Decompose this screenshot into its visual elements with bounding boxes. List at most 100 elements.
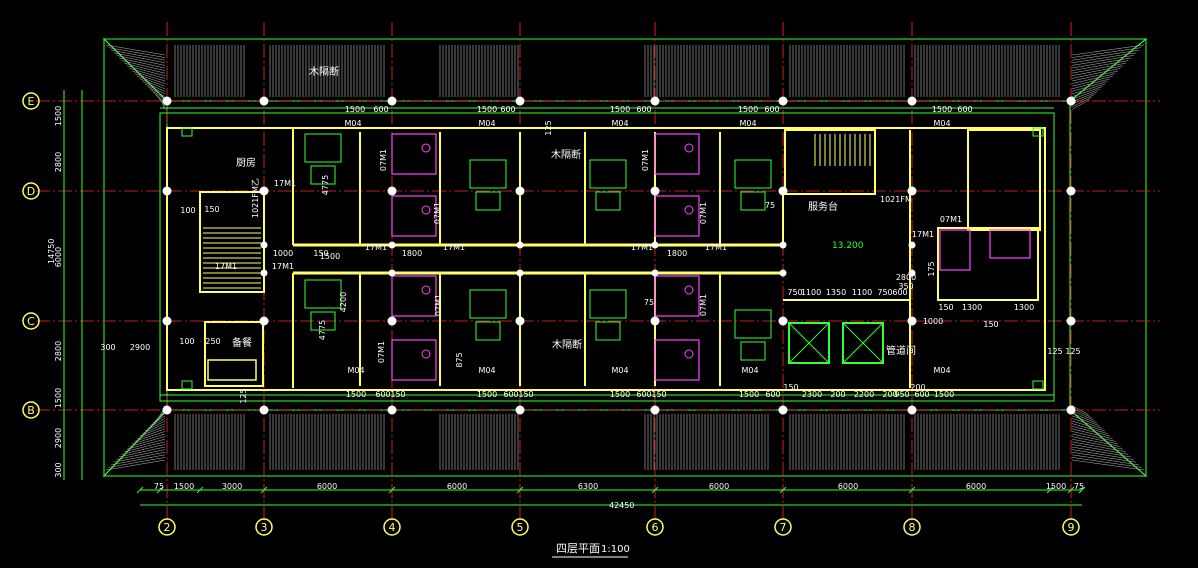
- column: [516, 241, 524, 249]
- door-tag: 17M1: [365, 243, 387, 252]
- dim-small: 4775: [321, 175, 330, 195]
- column: [515, 316, 525, 326]
- dim-bottom: 1500: [1046, 482, 1066, 491]
- drawing-title: 四层平面: [556, 542, 600, 555]
- hatch-line: [137, 75, 166, 87]
- bathroom-fixture: [391, 133, 437, 175]
- dim-tick: [136, 486, 144, 494]
- grid-bubble-row-E: E: [22, 92, 40, 110]
- dim-bottom: 75: [1074, 482, 1084, 491]
- dim-mid: 1800: [667, 249, 687, 258]
- column: [1066, 186, 1076, 196]
- toilet: [421, 285, 431, 295]
- hatch-line: [1071, 44, 1145, 56]
- bubble-ring: [22, 401, 40, 419]
- column: [259, 96, 269, 106]
- hatch-line: [1071, 52, 1137, 64]
- room-label-pantry: 备餐: [232, 336, 252, 349]
- dim-bottom: 6000: [709, 482, 729, 491]
- dim-small: 125: [239, 388, 248, 403]
- furniture: [469, 159, 507, 189]
- door-tag: 07M1: [379, 149, 388, 171]
- dim-right-lower: 200: [882, 390, 897, 399]
- roof-eaves: [102, 37, 1148, 478]
- door-tag: 07M1: [699, 294, 708, 316]
- elevator-x: [842, 322, 884, 364]
- furniture: [589, 159, 627, 189]
- dim-bottom: 6000: [838, 482, 858, 491]
- hatch-line: [144, 420, 166, 432]
- hatch-line: [1071, 415, 1100, 427]
- dim-tick: [779, 486, 787, 494]
- dim-mid: 600: [892, 288, 907, 297]
- bathroom-fixture: [654, 339, 700, 381]
- dim-right-lower: 200: [830, 390, 845, 399]
- room-label-kitchen: 厨房: [236, 156, 256, 169]
- furniture: [475, 321, 501, 341]
- bubble-ring: [511, 518, 529, 536]
- hatch-line: [118, 446, 166, 458]
- door-tag: 17M1: [274, 179, 296, 188]
- dim-small: 4775: [318, 320, 327, 340]
- hatch-line: [124, 441, 166, 453]
- dim-right-lower: 600: [914, 390, 929, 399]
- door-code: M04: [933, 119, 950, 128]
- door-code: M04: [611, 119, 628, 128]
- bathroom-fixture: [654, 275, 700, 317]
- hatch-line: [1071, 418, 1103, 429]
- toilet: [421, 143, 431, 153]
- column: [907, 316, 917, 326]
- bubble-label: D: [27, 185, 35, 198]
- hatch-line: [1071, 99, 1090, 110]
- dim-lower-room: 600: [636, 390, 651, 399]
- door-tag: 17M1: [215, 262, 237, 271]
- hatch-line: [1071, 446, 1132, 458]
- hatch-line: [1071, 57, 1132, 69]
- dim-small: 150: [204, 205, 219, 214]
- hatch-line: [1071, 433, 1119, 445]
- hatch-line: [1071, 81, 1108, 92]
- door-code: M04: [478, 366, 495, 375]
- dim-tick: [908, 486, 916, 494]
- elevator-x: [788, 322, 830, 364]
- dim-lower-room: 150: [518, 390, 533, 399]
- dim-mid: 1350: [826, 288, 846, 297]
- furniture: [734, 159, 772, 189]
- bathroom-fixture: [391, 195, 437, 237]
- grid-bubble-row-D: D: [22, 182, 40, 200]
- dim-small: 125: [1065, 347, 1080, 356]
- door-code: M04: [933, 366, 950, 375]
- furniture: [469, 289, 507, 319]
- door-tag: 07M1: [641, 149, 650, 171]
- column: [162, 186, 172, 196]
- column: [779, 241, 787, 249]
- dimension-lines: [63, 90, 1086, 506]
- dim-top-room: 600: [373, 105, 388, 114]
- dim-mid: 750: [877, 288, 892, 297]
- hatch-line: [134, 73, 166, 84]
- hatch-line: [1071, 73, 1116, 84]
- dim-small: 200: [910, 383, 925, 392]
- dim-small: 2800: [896, 273, 916, 282]
- pantry-box: [204, 321, 264, 387]
- dim-tick: [388, 486, 396, 494]
- column: [907, 96, 917, 106]
- grid-bubble-col-6: 6: [646, 518, 664, 536]
- column: [387, 316, 397, 326]
- left-total-dimension: 14750: [47, 239, 56, 264]
- hatch-line: [124, 62, 166, 74]
- column: [515, 186, 525, 196]
- dim-lower-room: 150: [390, 390, 405, 399]
- hatch-line: [126, 65, 166, 77]
- bathroom-fixture: [654, 133, 700, 175]
- column: [387, 96, 397, 106]
- hatch-line: [1071, 86, 1103, 97]
- dim-small: 1500: [320, 252, 340, 261]
- column: [778, 96, 788, 106]
- dim-left: 1500: [54, 388, 63, 408]
- hatch-line: [113, 451, 166, 463]
- dim-lower-room: 1500: [346, 390, 366, 399]
- dim-bottom: 6000: [966, 482, 986, 491]
- hatch-line: [150, 88, 166, 100]
